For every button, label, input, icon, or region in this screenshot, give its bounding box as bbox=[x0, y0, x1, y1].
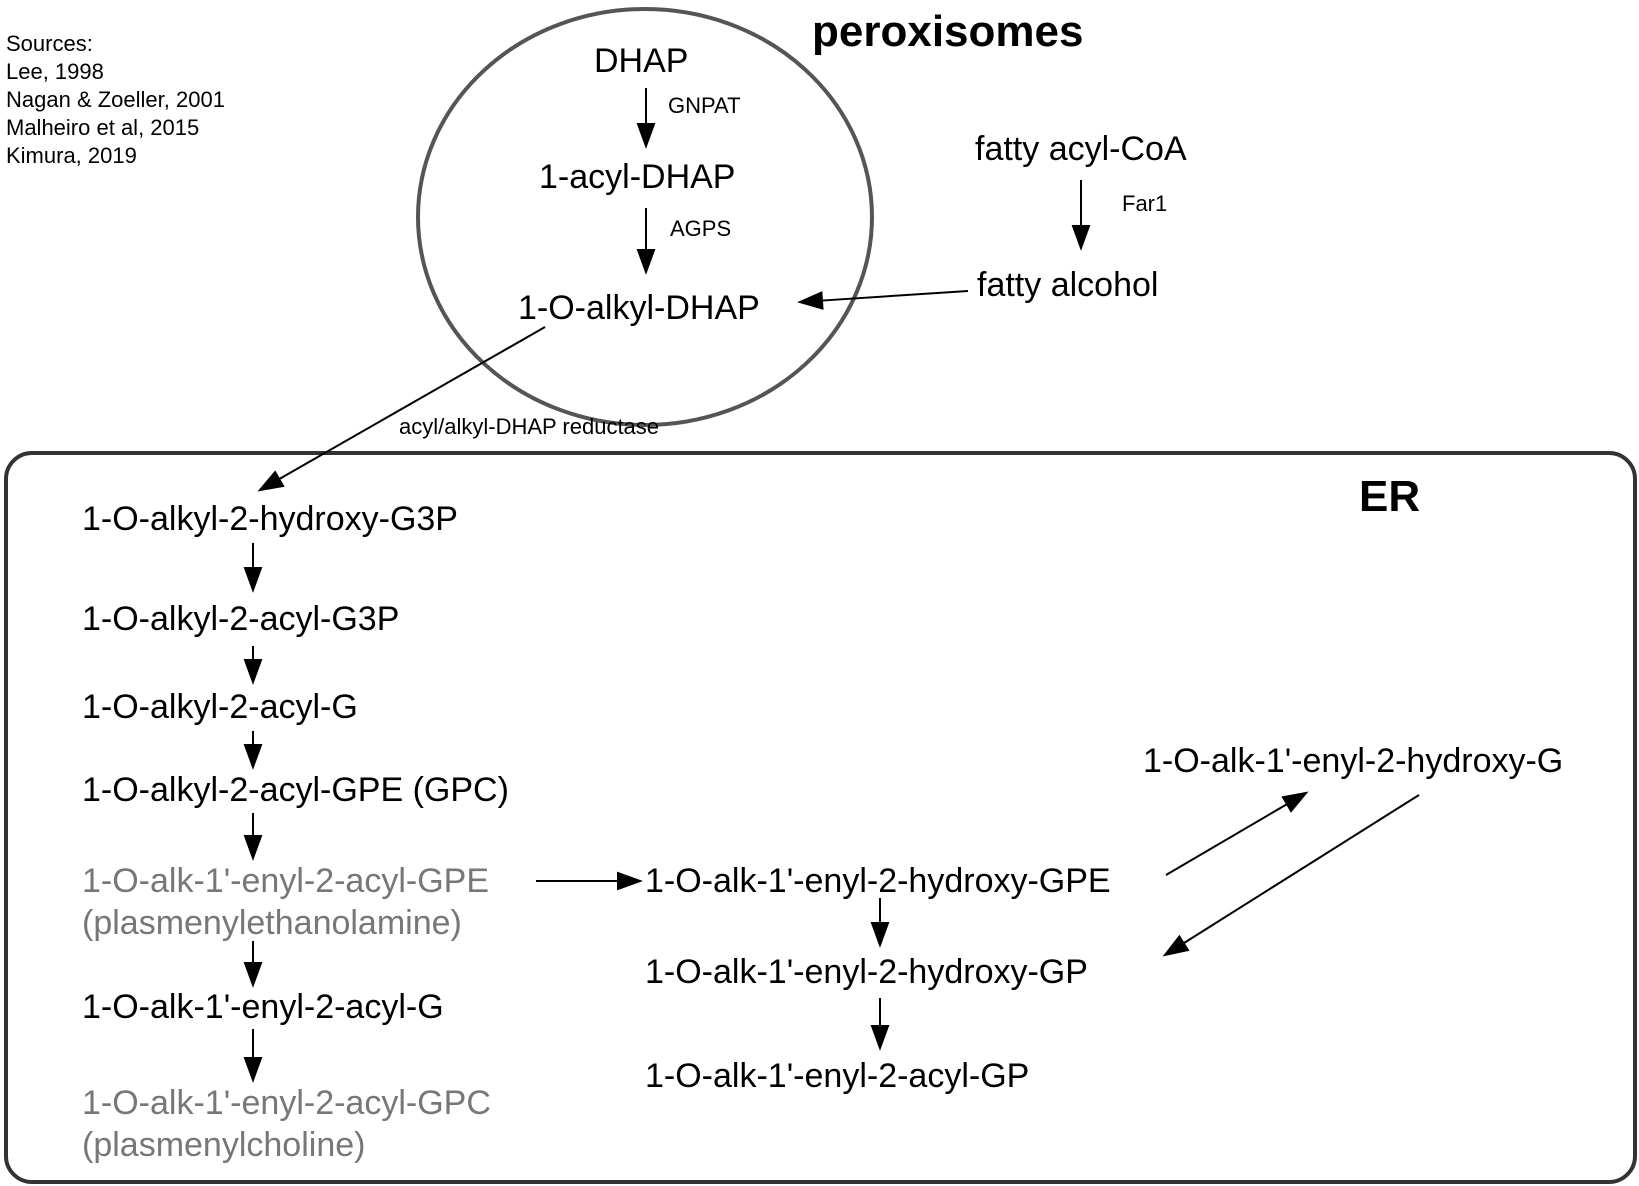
node-alkenyl-hydroxy-gp: 1-O-alk-1'-enyl-2-hydroxy-GP bbox=[645, 953, 1088, 991]
arrowhead-icon bbox=[636, 249, 656, 275]
node-alkenyl-hydroxy-gpe: 1-O-alk-1'-enyl-2-hydroxy-GPE bbox=[645, 862, 1111, 900]
er-compartment bbox=[4, 451, 1637, 1184]
arrowhead-icon bbox=[243, 744, 263, 770]
peroxisome-membrane bbox=[416, 7, 874, 427]
arrow-er-5 bbox=[243, 941, 263, 988]
arrow-plasmenyl-gpe-to-hydroxy-gpe bbox=[536, 871, 643, 891]
node-alkenyl-hydroxy-g: 1-O-alk-1'-enyl-2-hydroxy-G bbox=[1143, 742, 1564, 780]
arrowhead-icon bbox=[797, 291, 824, 310]
arrowhead-icon bbox=[243, 835, 263, 861]
node-alkenyl-acyl-g: 1-O-alk-1'-enyl-2-acyl-G bbox=[82, 988, 444, 1026]
arrow-er-1 bbox=[243, 543, 263, 593]
peroxisomes-title: peroxisomes bbox=[812, 7, 1084, 56]
arrowhead-icon bbox=[243, 659, 263, 685]
arrowhead-icon bbox=[1071, 225, 1091, 251]
arrow-dhap-to-acyl-dhap bbox=[636, 88, 656, 149]
arrow-er-3 bbox=[243, 731, 263, 770]
arrow-hydroxy-gpe-to-hydroxy-g bbox=[1165, 791, 1309, 876]
sources-heading: Sources: bbox=[6, 31, 93, 56]
arrowhead-icon bbox=[243, 962, 263, 988]
node-plasmenylcholine: (plasmenylcholine) bbox=[82, 1126, 366, 1164]
er-title: ER bbox=[1359, 472, 1421, 521]
arrowhead-icon bbox=[870, 922, 890, 948]
arrow-hydroxy-gp-to-acyl-gp bbox=[870, 998, 890, 1051]
node-alkenyl-acyl-gp: 1-O-alk-1'-enyl-2-acyl-GP bbox=[645, 1057, 1030, 1095]
arrow-alkyl-dhap-to-er bbox=[257, 326, 546, 492]
arrowhead-icon bbox=[257, 470, 285, 492]
arrow-er-2 bbox=[243, 646, 263, 685]
arrowhead-icon bbox=[636, 123, 656, 149]
arrow-fatty-alcohol-to-alkyl-dhap bbox=[797, 290, 969, 310]
node-plasmenylethanolamine: (plasmenylethanolamine) bbox=[82, 904, 462, 942]
arrowhead-icon bbox=[243, 567, 263, 593]
node-plasmenyl-gpc: 1-O-alk-1'-enyl-2-acyl-GPC bbox=[82, 1084, 491, 1122]
arrow-er-6 bbox=[243, 1029, 263, 1083]
node-1-o-alkyl-dhap: 1-O-alkyl-DHAP bbox=[518, 289, 760, 327]
arrowhead-icon bbox=[617, 871, 643, 891]
node-plasmenyl-gpe: 1-O-alk-1'-enyl-2-acyl-GPE bbox=[82, 862, 490, 900]
enzyme-reductase: acyl/alkyl-DHAP reductase bbox=[399, 414, 660, 439]
node-alkyl-acyl-gpe: 1-O-alkyl-2-acyl-GPE (GPC) bbox=[82, 771, 509, 809]
enzyme-far1: Far1 bbox=[1122, 191, 1168, 216]
source-item: Malheiro et al, 2015 bbox=[6, 115, 200, 140]
node-1-acyl-dhap: 1-acyl-DHAP bbox=[539, 158, 736, 196]
arrow-hydroxy-gpe-to-hydroxy-gp bbox=[870, 898, 890, 948]
enzyme-agps: AGPS bbox=[670, 216, 732, 241]
node-dhap: DHAP bbox=[594, 42, 689, 80]
node-fatty-alcohol: fatty alcohol bbox=[977, 266, 1159, 304]
arrow-hydroxy-g-to-hydroxy-gp bbox=[1162, 794, 1420, 957]
arrow-acyl-dhap-to-alkyl-dhap bbox=[636, 208, 656, 275]
node-alkyl-hydroxy-g3p: 1-O-alkyl-2-hydroxy-G3P bbox=[82, 500, 458, 538]
arrowhead-icon bbox=[1281, 791, 1309, 813]
node-alkyl-acyl-g3p: 1-O-alkyl-2-acyl-G3P bbox=[82, 600, 400, 638]
node-alkyl-acyl-g: 1-O-alkyl-2-acyl-G bbox=[82, 688, 358, 726]
enzyme-gnpat: GNPAT bbox=[668, 93, 741, 118]
arrowhead-icon bbox=[1162, 934, 1190, 957]
source-item: Nagan & Zoeller, 2001 bbox=[6, 87, 225, 112]
source-item: Lee, 1998 bbox=[6, 59, 104, 84]
source-item: Kimura, 2019 bbox=[6, 143, 137, 168]
arrowhead-icon bbox=[870, 1025, 890, 1051]
arrow-acyl-coa-to-fatty-alcohol bbox=[1071, 180, 1091, 251]
arrow-er-4 bbox=[243, 813, 263, 861]
node-fatty-acyl-coa: fatty acyl-CoA bbox=[975, 130, 1187, 168]
arrowhead-icon bbox=[243, 1057, 263, 1083]
